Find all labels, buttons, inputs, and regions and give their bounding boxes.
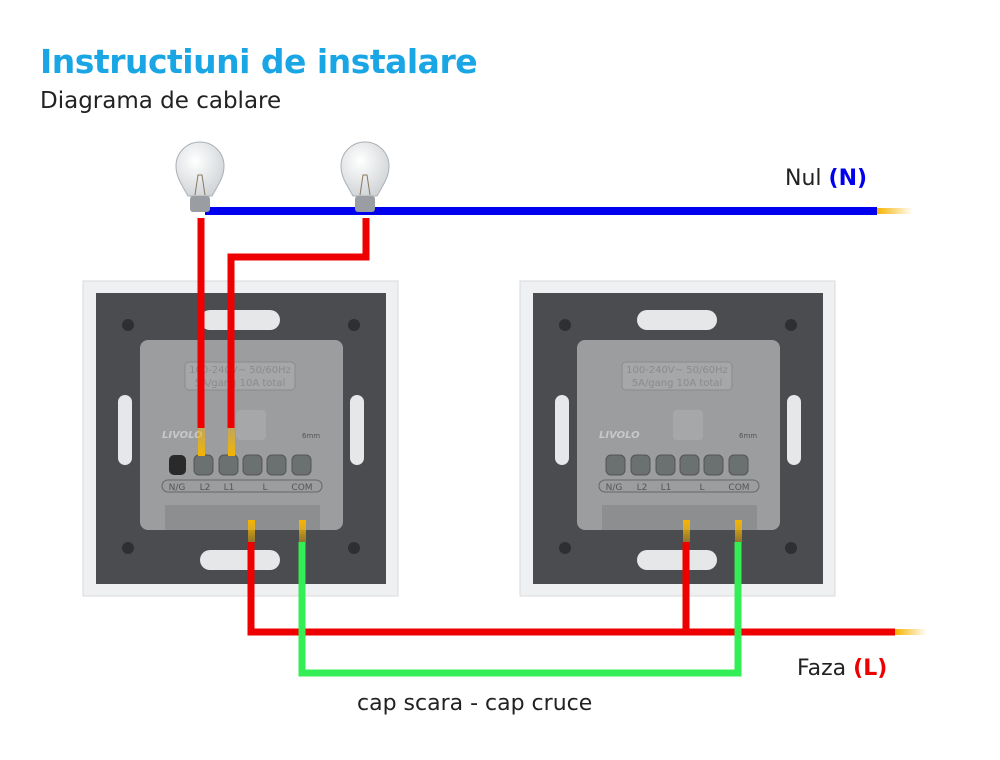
terminal-l: L	[262, 483, 267, 493]
rating-line1: 100-240V~ 50/60Hz	[189, 365, 291, 376]
terminal-ng: N/G	[169, 483, 186, 493]
rating-line1: 100-240V~ 50/60Hz	[626, 365, 728, 376]
light-bulb-icon	[340, 141, 390, 212]
rating-line2: 5A/gang 10A total	[195, 378, 286, 389]
lamp-wire-2	[227, 218, 370, 456]
light-bulb-icon	[175, 141, 225, 212]
phase-label: Faza (L)	[797, 656, 887, 681]
terminal-l2: L2	[637, 483, 648, 493]
brand-logo: LIVOLO	[162, 430, 203, 441]
strip-length: 6mm	[739, 432, 757, 440]
traveler-label: cap scara - cap cruce	[357, 691, 592, 716]
strip-length: 6mm	[302, 432, 320, 440]
lamp-wire-1	[197, 218, 205, 456]
page-title: Instructiuni de instalare	[40, 42, 478, 81]
neutral-wire	[205, 207, 913, 215]
switch-right: 100-240V~ 50/60Hz 5A/gang 10A total LIVO…	[519, 280, 836, 597]
switch-left: 100-240V~ 50/60Hz 5A/gang 10A total LIVO…	[82, 280, 399, 597]
phase-wire	[247, 520, 927, 636]
brand-logo: LIVOLO	[599, 430, 640, 441]
terminal-l1: L1	[661, 483, 672, 493]
traveler-wire	[298, 520, 742, 677]
terminal-ng: N/G	[606, 483, 623, 493]
terminal-l1: L1	[224, 483, 235, 493]
terminal-l2: L2	[200, 483, 211, 493]
page-subtitle: Diagrama de cablare	[40, 88, 282, 114]
terminal-l: L	[699, 483, 704, 493]
terminal-com: COM	[728, 483, 749, 493]
terminal-com: COM	[291, 483, 312, 493]
rating-line2: 5A/gang 10A total	[632, 378, 723, 389]
neutral-label: Nul (N)	[785, 166, 867, 191]
